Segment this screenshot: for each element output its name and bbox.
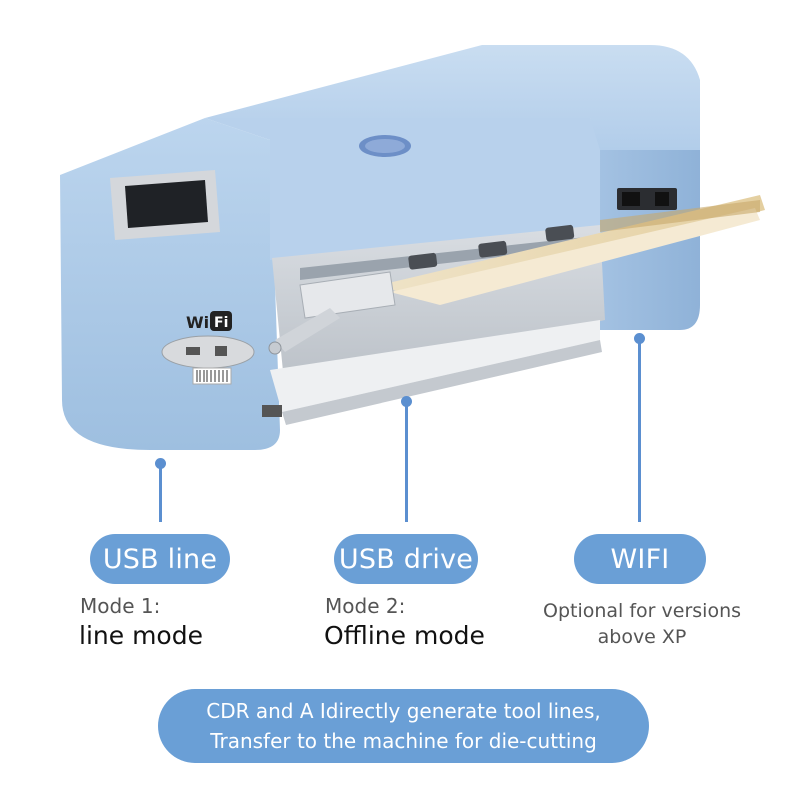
mode-1-name: line mode bbox=[79, 621, 203, 650]
wifi-label: WIFI bbox=[610, 543, 670, 575]
wifi-pill: WIFI bbox=[574, 534, 706, 584]
connector-line-usb-drive bbox=[405, 402, 408, 522]
wifi-description-line-1: Optional for versions bbox=[542, 600, 742, 622]
output-tray bbox=[270, 320, 600, 412]
usb-drive-pill: USB drive bbox=[334, 534, 478, 584]
connector-dot-usb-line bbox=[155, 458, 166, 469]
machine-left-body bbox=[60, 118, 280, 450]
connector-line-wifi bbox=[638, 339, 641, 522]
wifi-description-line-2: above XP bbox=[597, 626, 687, 648]
workflow-banner-line-1: CDR and A Idirectly generate tool lines, bbox=[206, 699, 601, 723]
connector-line-usb-line bbox=[159, 464, 162, 522]
mode-2-name: Offline mode bbox=[324, 621, 485, 650]
usb-port-plate bbox=[161, 335, 255, 369]
wifi-description: Optional for versions above XP bbox=[530, 598, 754, 650]
connector-dot-usb-drive bbox=[401, 396, 412, 407]
usb-line-pill: USB line bbox=[90, 534, 230, 584]
workflow-banner: CDR and A Idirectly generate tool lines,… bbox=[158, 689, 649, 763]
wifi-logo-icon: Wi bbox=[186, 313, 209, 332]
mode-2-label: Mode 2: bbox=[325, 594, 406, 618]
barcode-label bbox=[192, 367, 232, 385]
usb-drive-label: USB drive bbox=[338, 543, 474, 575]
workflow-banner-line-2: Transfer to the machine for die-cutting bbox=[210, 729, 597, 753]
usb-line-label: USB line bbox=[102, 543, 218, 575]
svg-text:Fi: Fi bbox=[214, 315, 228, 331]
cutting-plotter-illustration: Wi Fi bbox=[60, 45, 765, 450]
machine-top-lid bbox=[205, 45, 700, 150]
machine-front-bezel bbox=[205, 118, 600, 260]
connector-dot-wifi bbox=[634, 333, 645, 344]
touch-screen bbox=[125, 180, 208, 228]
mode-1-label: Mode 1: bbox=[80, 594, 161, 618]
